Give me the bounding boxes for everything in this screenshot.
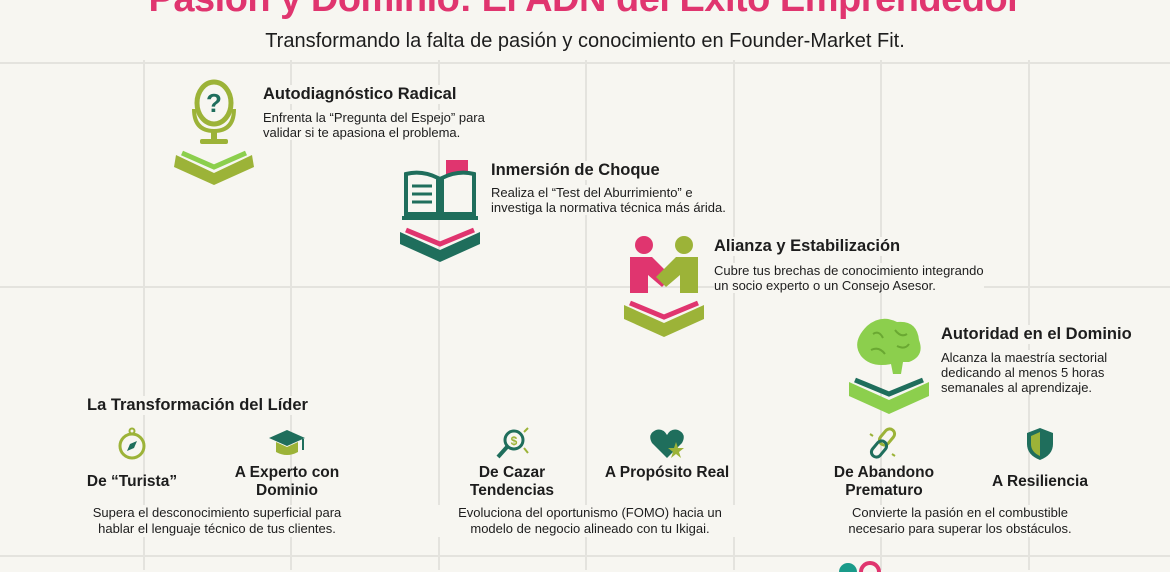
pair-description: Evoluciona del oportunismo (FOMO) hacia … — [420, 505, 760, 537]
step-description: Cubre tus brechas de conocimiento integr… — [714, 263, 984, 293]
compass-icon — [118, 427, 146, 460]
open-book-icon — [400, 160, 480, 262]
brain-icon — [849, 318, 929, 414]
pair-from-label: De “Turista” — [86, 473, 178, 490]
pair-to-label: A Experto con Dominio — [234, 464, 340, 499]
pair-from-label: De Abandono Prematuro — [833, 464, 935, 499]
handshake-icon — [624, 236, 704, 337]
grid-line — [438, 60, 440, 570]
pair-description: Supera el desconocimiento superficial pa… — [47, 505, 387, 537]
step-title: Autoridad en el Dominio — [941, 325, 1132, 344]
grid-line — [880, 60, 882, 570]
mirror-question-icon: ? — [174, 79, 254, 185]
transformation-title: La Transformación del Líder — [87, 396, 308, 415]
page-subtitle: Transformando la falta de pasión y conoc… — [265, 30, 905, 52]
pair-to-label: A Resiliencia — [992, 473, 1088, 490]
grid-line — [290, 60, 292, 570]
svg-text:?: ? — [206, 88, 222, 118]
heart-star-icon — [650, 429, 684, 458]
step-title: Autodiagnóstico Radical — [263, 85, 457, 104]
page-title: Pasión y Dominio: El ADN del Éxito Empre… — [0, 0, 1170, 21]
step-title: Alianza y Estabilización — [714, 237, 901, 256]
pair-from-label: De Cazar Tendencias — [469, 464, 555, 499]
grid-line — [1028, 60, 1030, 570]
svg-text:$: $ — [511, 434, 518, 448]
shield-icon — [1027, 428, 1053, 460]
magnifier-dollar-icon: $ — [496, 427, 529, 459]
grid-line — [0, 555, 1170, 557]
grid-line — [0, 62, 1170, 64]
grid-line — [585, 60, 587, 570]
step-title: Inmersión de Choque — [491, 161, 660, 180]
partial-icon — [839, 561, 881, 572]
pair-to-label: A Propósito Real — [604, 464, 730, 481]
grid-line — [143, 60, 145, 570]
broken-chain-icon — [869, 427, 897, 459]
graduation-cap-icon — [269, 430, 305, 455]
grid-line — [733, 60, 735, 570]
grid-line — [0, 286, 1170, 288]
